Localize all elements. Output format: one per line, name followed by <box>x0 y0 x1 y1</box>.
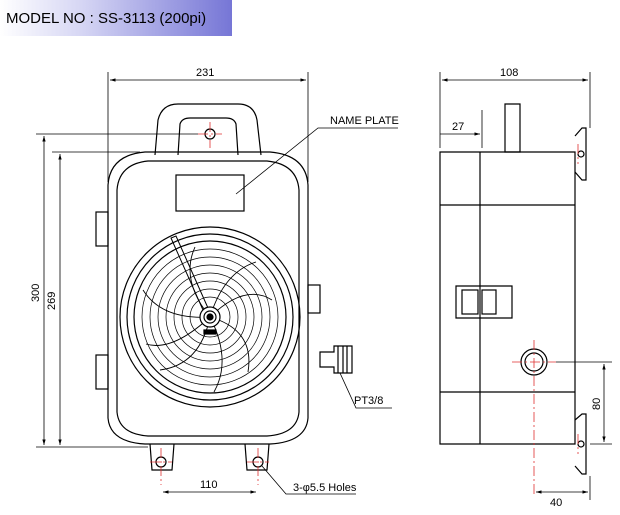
front-centerlines <box>150 122 269 485</box>
dim-hole-spacing-110: 110 <box>200 479 218 491</box>
dim-height-300: 300 <box>30 284 42 302</box>
dim-port-depth-40: 40 <box>550 497 562 509</box>
name-plate <box>175 174 245 212</box>
side-view <box>439 103 587 475</box>
dim-depth-108: 108 <box>500 67 518 79</box>
right-boss <box>307 284 321 314</box>
front-body <box>107 151 309 445</box>
side-clamp <box>455 285 513 319</box>
fan-housing <box>119 226 301 408</box>
dim-port-height-80: 80 <box>591 398 603 410</box>
model-title: MODEL NO : SS-3113 (200pi) <box>6 10 207 27</box>
dim-width-231: 231 <box>196 67 214 79</box>
model-header: MODEL NO : SS-3113 (200pi) <box>0 0 232 36</box>
hanger-loop <box>154 103 262 156</box>
pt-port <box>319 345 353 374</box>
name-plate-label: NAME PLATE <box>330 115 399 127</box>
side-centerlines <box>512 144 579 496</box>
dim-offset-27: 27 <box>452 121 464 133</box>
port-label: PT3/8 <box>354 395 383 407</box>
side-body <box>439 151 576 445</box>
left-clamp-bottom <box>95 354 109 390</box>
side-dimensions <box>439 72 612 500</box>
front-dimensions <box>36 72 398 495</box>
front-view <box>95 103 353 471</box>
dim-height-269: 269 <box>46 292 58 310</box>
left-clamp-top <box>95 211 109 247</box>
holes-label: 3-φ5.5 Holes <box>293 482 357 494</box>
